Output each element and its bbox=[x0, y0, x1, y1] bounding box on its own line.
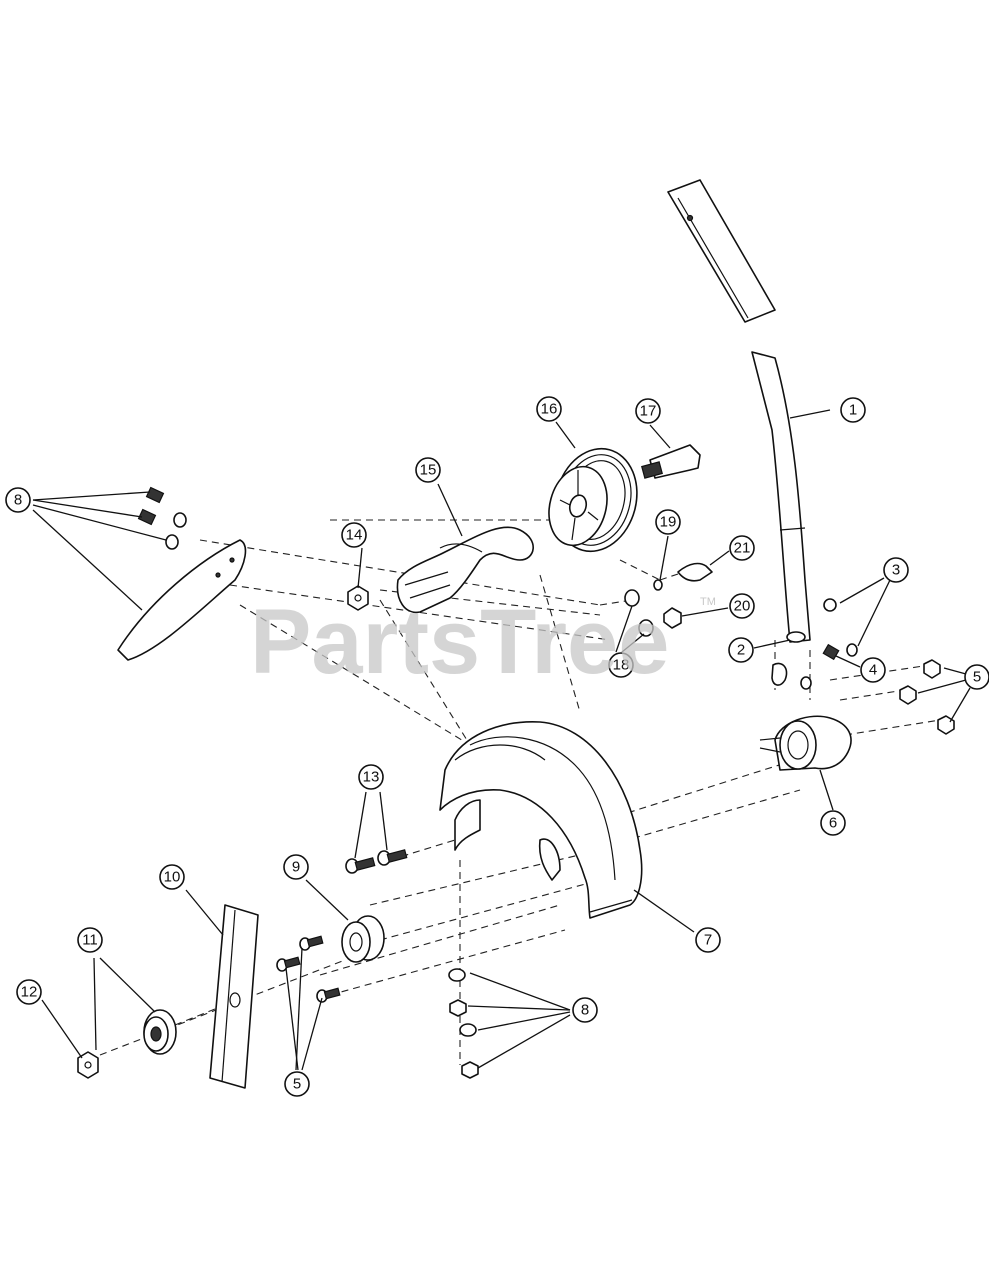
callout-21: 21 bbox=[729, 535, 755, 561]
callout-label: 5 bbox=[973, 669, 981, 686]
wheel-part bbox=[548, 447, 638, 553]
nuts-part-5-right bbox=[899, 659, 955, 735]
callout-9: 9 bbox=[283, 854, 309, 880]
callout-7: 7 bbox=[695, 927, 721, 953]
chute-part bbox=[396, 526, 534, 614]
callout-label: 17 bbox=[640, 403, 657, 420]
screws-3-4 bbox=[771, 598, 858, 690]
gear-housing-part bbox=[759, 715, 852, 771]
callout-17: 17 bbox=[635, 398, 661, 424]
callout-label: 1 bbox=[849, 402, 857, 419]
callout-1: 1 bbox=[840, 397, 866, 423]
callout-label: 16 bbox=[541, 401, 558, 418]
callout-label: 18 bbox=[613, 657, 630, 674]
callout-16: 16 bbox=[536, 396, 562, 422]
callout-label: 12 bbox=[21, 984, 38, 1001]
nut-part-12 bbox=[77, 1051, 99, 1079]
leader-lines bbox=[32, 409, 971, 1071]
watermark: PartsTree TM bbox=[250, 591, 716, 693]
callout-10: 10 bbox=[159, 864, 185, 890]
callout-14: 14 bbox=[341, 522, 367, 548]
callout-label: 19 bbox=[660, 514, 677, 531]
callout-8-upper: 8 bbox=[5, 487, 31, 513]
callout-15: 15 bbox=[415, 457, 441, 483]
callout-label: 20 bbox=[734, 598, 751, 615]
washers-nut-fitting bbox=[624, 562, 713, 637]
callout-3: 3 bbox=[883, 557, 909, 583]
callout-12: 12 bbox=[16, 979, 42, 1005]
callout-11: 11 bbox=[77, 927, 103, 953]
scraper-plate-part bbox=[117, 486, 247, 661]
carriage-bolts-part-13 bbox=[345, 849, 408, 874]
callout-4: 4 bbox=[860, 657, 886, 683]
hub-part bbox=[143, 1009, 177, 1055]
callout-label: 8 bbox=[14, 492, 22, 509]
callout-18: 18 bbox=[608, 652, 634, 678]
callout-label: 15 bbox=[420, 462, 437, 479]
upper-handle-part bbox=[667, 179, 811, 643]
callout-label: 21 bbox=[734, 540, 751, 557]
blade-part bbox=[209, 904, 259, 1089]
callout-13: 13 bbox=[358, 764, 384, 790]
callout-19: 19 bbox=[655, 509, 681, 535]
callout-5-right: 5 bbox=[964, 664, 989, 690]
callout-label: 10 bbox=[164, 869, 181, 886]
callout-label: 7 bbox=[704, 932, 712, 949]
watermark-text: PartsTree bbox=[250, 591, 669, 693]
callout-label: 11 bbox=[82, 932, 98, 949]
washers-nuts-part-8-lower bbox=[448, 968, 479, 1079]
callout-label: 13 bbox=[363, 769, 380, 786]
callout-label: 6 bbox=[829, 815, 837, 832]
callout-label: 3 bbox=[892, 562, 900, 579]
callout-label: 4 bbox=[869, 662, 877, 679]
callout-6: 6 bbox=[820, 810, 846, 836]
callout-label: 5 bbox=[293, 1076, 301, 1093]
bearing-part bbox=[341, 915, 385, 963]
watermark-trademark: TM bbox=[700, 596, 716, 608]
callout-label: 14 bbox=[346, 527, 363, 544]
callout-5-left: 5 bbox=[284, 1071, 310, 1097]
callout-2: 2 bbox=[728, 637, 754, 663]
callout-label: 2 bbox=[737, 642, 745, 659]
bolts-part-5-left bbox=[276, 935, 341, 1003]
callout-20: 20 bbox=[729, 593, 755, 619]
axle-bolt-part bbox=[641, 444, 701, 479]
callout-label: 9 bbox=[292, 859, 300, 876]
callout-8-lower: 8 bbox=[572, 997, 598, 1023]
housing-shroud-part bbox=[439, 721, 643, 919]
callout-label: 8 bbox=[581, 1002, 589, 1019]
